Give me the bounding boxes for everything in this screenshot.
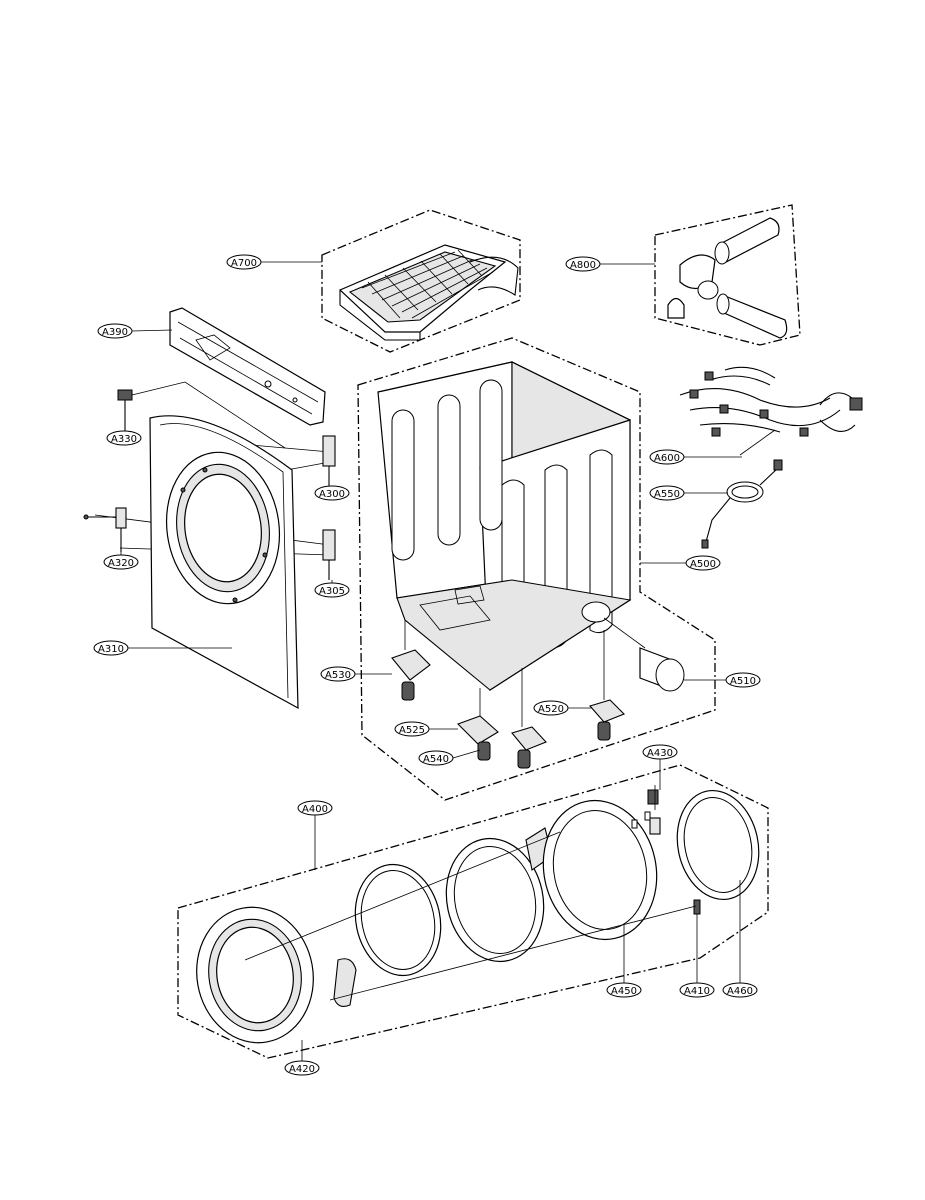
callout-a510: A510 (725, 672, 761, 688)
callout-a540: A540 (418, 750, 454, 766)
svg-text:A525: A525 (399, 725, 425, 736)
control-panel-bracket (169, 307, 326, 426)
leg-bracket-a530 (391, 620, 431, 701)
drying-rack-group (321, 209, 521, 353)
svg-text:A800: A800 (570, 260, 596, 271)
callout-a550: A550 (649, 485, 685, 501)
duct-lower (721, 295, 788, 339)
callout-a700: A700 (226, 254, 262, 270)
duct-upper (717, 217, 780, 263)
duct-kit-group (654, 204, 801, 346)
callout-a300: A300 (314, 485, 350, 501)
svg-text:A450: A450 (611, 986, 637, 997)
leg-bracket-a520 (589, 630, 625, 741)
wire-harness (679, 366, 863, 456)
callout-a500: A500 (685, 555, 721, 571)
callout-a430: A430 (642, 744, 678, 760)
leg-bracket-a525 (457, 688, 499, 761)
callout-a530: A530 (320, 666, 356, 682)
callout-a390: A390 (97, 323, 133, 339)
door-handle (333, 958, 357, 1007)
callout-a410: A410 (679, 982, 715, 998)
exhaust-vent (603, 617, 685, 692)
callout-a330: A330 (106, 430, 142, 446)
svg-text:A400: A400 (302, 804, 328, 815)
svg-text:A500: A500 (690, 559, 716, 570)
svg-text:A550: A550 (654, 489, 680, 500)
svg-text:A310: A310 (98, 644, 124, 655)
svg-text:A520: A520 (538, 704, 564, 715)
power-cord (701, 459, 783, 549)
hinge-a305 (322, 529, 336, 580)
hinge-a300 (322, 435, 336, 486)
callout-a310: A310 (93, 640, 129, 656)
callout-a520: A520 (533, 700, 569, 716)
callout-a320: A320 (103, 554, 139, 570)
duct-kit-boundary (654, 204, 801, 346)
front-panel (149, 415, 299, 710)
callout-a450: A450 (606, 982, 642, 998)
svg-text:A390: A390 (102, 327, 128, 338)
callout-a420: A420 (284, 1060, 320, 1076)
callout-a460: A460 (722, 982, 758, 998)
leg-bracket-a540 (511, 668, 547, 769)
duct-clamp (667, 297, 685, 319)
svg-text:A600: A600 (654, 453, 680, 464)
svg-text:A300: A300 (319, 489, 345, 500)
cabinet-boundary (357, 337, 716, 801)
svg-text:A320: A320 (108, 558, 134, 569)
svg-text:A410: A410 (684, 986, 710, 997)
svg-text:A540: A540 (423, 754, 449, 765)
svg-text:A700: A700 (231, 258, 257, 269)
svg-text:A330: A330 (111, 434, 137, 445)
svg-text:A420: A420 (289, 1064, 315, 1075)
svg-text:A510: A510 (730, 676, 756, 687)
clip-a320 (83, 507, 127, 552)
door-group-boundary (177, 764, 769, 1059)
svg-text:A430: A430 (647, 748, 673, 759)
drying-rack-grid (348, 251, 497, 323)
callout-a305: A305 (314, 582, 350, 598)
callout-a525: A525 (394, 721, 430, 737)
door-group (177, 764, 769, 1059)
callout-a400: A400 (297, 800, 333, 816)
cabinet-group (357, 337, 716, 801)
svg-text:A305: A305 (319, 586, 345, 597)
small-clip-a330 (117, 389, 133, 432)
svg-text:A530: A530 (325, 670, 351, 681)
callout-a600: A600 (649, 449, 685, 465)
callout-a800: A800 (565, 256, 601, 272)
svg-text:A460: A460 (727, 986, 753, 997)
